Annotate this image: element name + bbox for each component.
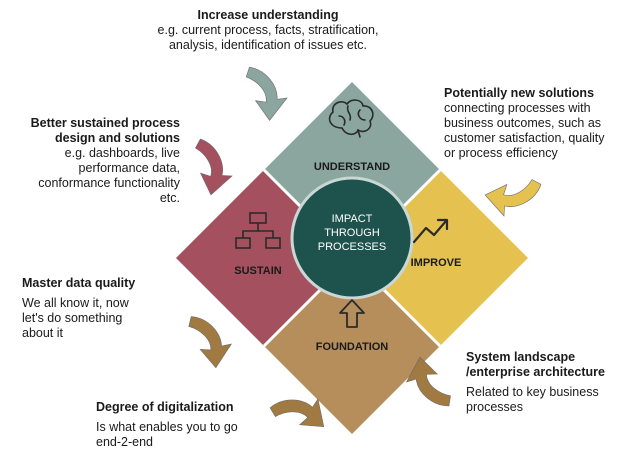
callout-line: e.g. current process, facts, stratificat… [157,23,379,37]
foundation-label: FOUNDATION [316,341,389,353]
callout-line: analysis, identification of issues etc. [168,38,368,52]
callout-heading: /enterprise architecture [466,365,605,379]
callout-system-landscape: System landscape /enterprise architectur… [466,350,634,415]
callout-master-data-quality: Master data quality We all know it, now … [22,276,182,341]
callout-line: We all know it, now [22,296,129,310]
callout-heading: Degree of digitalization [96,400,234,414]
center-circle [290,176,414,300]
callout-line: conformance functionality [38,176,180,190]
callout-increase-understanding: Increase understanding e.g. current proc… [118,8,418,53]
callout-line: e.g. dashboards, live [64,146,180,160]
callout-line: let's do something [22,311,123,325]
callout-line: about it [22,326,64,340]
improve-label: IMPROVE [411,257,462,269]
arrow-master-data [175,314,237,370]
center-line-1: IMPACT [332,213,373,225]
center-line-3: PROCESSES [318,241,386,253]
callout-heading: System landscape [466,350,576,364]
callout-heading: Potentially new solutions [444,86,595,100]
callout-line: end-2-end [96,435,153,449]
callout-line: business outcomes, such as [444,116,602,130]
callout-line: connecting processes with [444,101,591,115]
callout-new-solutions: Potentially new solutions connecting pro… [444,86,634,161]
arrow-up-icon [339,299,365,328]
callout-line: processes [466,400,523,414]
callout-line: etc. [159,191,180,205]
callout-line: or process efficiency [444,146,558,160]
callout-heading: Better sustained process [30,116,180,130]
callout-digitalization: Degree of digitalization Is what enables… [96,400,286,450]
center-line-2: THROUGH [324,227,380,239]
arrow-sustained [176,136,239,198]
trend-up-icon [412,218,449,244]
callout-heading: design and solutions [54,131,180,145]
org-chart-icon [235,212,281,249]
callout-better-sustained: Better sustained process design and solu… [4,116,180,206]
arrow-increase-understanding [230,64,293,123]
callout-heading: Master data quality [22,276,136,290]
sustain-label: SUSTAIN [234,265,282,277]
arrow-new-solutions [482,160,544,223]
callout-heading: Increase understanding [197,8,339,22]
callout-line: Is what enables you to go [96,420,238,434]
callout-line: Related to key business [466,385,599,399]
callout-line: customer satisfaction, quality [444,131,605,145]
callout-line: performance data, [78,161,180,175]
brain-icon [328,99,374,138]
understand-label: UNDERSTAND [314,161,390,173]
